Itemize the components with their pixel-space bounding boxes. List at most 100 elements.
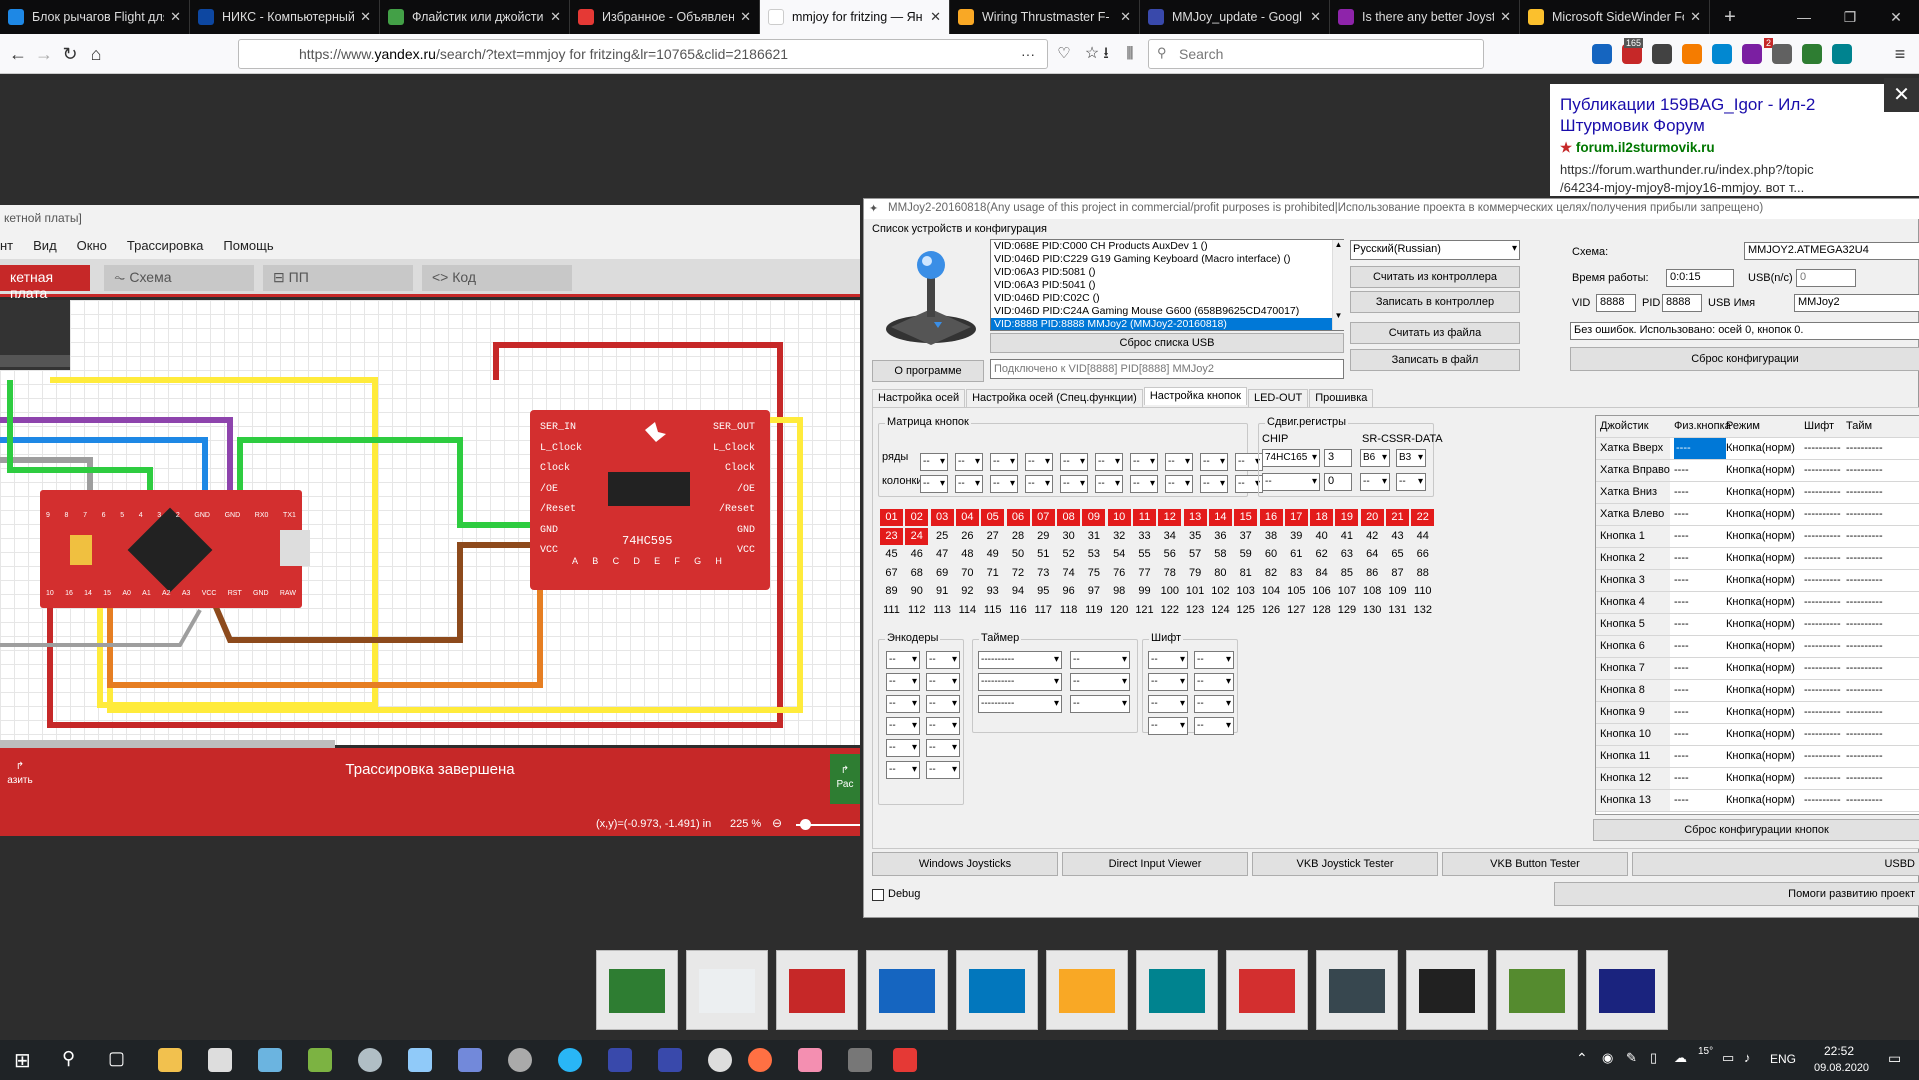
device-list-item[interactable]: VID:046D PID:C229 G19 Gaming Keyboard (M… <box>994 253 1291 265</box>
phys-button-cell[interactable]: ---- <box>1674 794 1689 806</box>
column-select[interactable]: -- <box>1060 475 1088 493</box>
image-thumbnail[interactable] <box>1136 950 1218 1030</box>
task-view-icon[interactable]: ▢ <box>108 1048 126 1068</box>
tab-pcb[interactable]: кетная плата <box>0 265 90 301</box>
table-row[interactable]: Кнопка 6----Кнопка(норм)----------------… <box>1596 636 1919 658</box>
result-title[interactable]: Публикации 159BAG_Igor - Ил-2 Штурмовик … <box>1560 95 1816 135</box>
chip-count-2[interactable]: 0 <box>1324 473 1352 491</box>
device-list-item[interactable]: VID:06A3 PID:5081 () <box>994 266 1096 278</box>
back-icon[interactable]: ← <box>9 44 27 64</box>
row-select[interactable]: -- <box>1130 453 1158 471</box>
shift-select[interactable]: -- <box>1194 695 1234 713</box>
minimize-icon[interactable]: — <box>1797 9 1811 25</box>
device-list-item[interactable]: VID:068E PID:C000 CH Products AuxDev 1 (… <box>994 240 1208 252</box>
mode-cell[interactable]: Кнопка(норм) <box>1726 574 1795 586</box>
mode-cell[interactable]: Кнопка(норм) <box>1726 618 1795 630</box>
extension-icon-1[interactable] <box>1592 44 1612 64</box>
tab-close-icon[interactable]: ✕ <box>170 9 181 24</box>
network-icon[interactable]: ▭ <box>1722 1050 1735 1065</box>
shift-cell[interactable]: ---------- <box>1804 684 1841 696</box>
encoder-select[interactable]: -- <box>926 739 960 757</box>
row-select[interactable]: -- <box>1235 453 1263 471</box>
timer-cell[interactable]: ---------- <box>1846 772 1883 784</box>
timer-cell[interactable]: ---------- <box>1846 596 1883 608</box>
timer-cell[interactable]: ---------- <box>1846 618 1883 630</box>
shift-cell[interactable]: ---------- <box>1804 662 1841 674</box>
search-bar[interactable]: ⚲ Search <box>1148 39 1484 69</box>
tab-close-icon[interactable]: ✕ <box>930 9 941 24</box>
table-row[interactable]: Хатка Вверх----Кнопка(норм)-------------… <box>1596 438 1919 460</box>
page-actions-icon[interactable]: ··· <box>1021 46 1035 62</box>
write-controller-button[interactable]: Записать в контроллер <box>1350 291 1520 313</box>
tab-axes[interactable]: Настройка осей <box>872 389 966 407</box>
browser-tab[interactable]: MMJoy_update - Googl✕ <box>1140 0 1330 34</box>
device-list-item[interactable]: VID:046D PID:C02C () <box>994 292 1100 304</box>
table-header-cell[interactable]: Физ.кнопка <box>1674 420 1731 432</box>
phys-button-cell[interactable]: ---- <box>1674 728 1689 740</box>
firefox-icon[interactable] <box>748 1048 772 1072</box>
discord-icon[interactable] <box>458 1048 482 1072</box>
usbd-button[interactable]: USBD <box>1632 852 1919 876</box>
menu-icon[interactable]: ≡ <box>1894 44 1906 64</box>
maximize-icon[interactable]: ❐ <box>1843 8 1857 25</box>
phys-button-cell[interactable]: ---- <box>1674 596 1689 608</box>
mode-cell[interactable]: Кнопка(норм) <box>1726 684 1795 696</box>
mode-cell[interactable]: Кнопка(норм) <box>1726 530 1795 542</box>
timer-cell[interactable]: ---------- <box>1846 640 1883 652</box>
write-file-button[interactable]: Записать в файл <box>1350 349 1520 371</box>
image-thumbnail[interactable] <box>776 950 858 1030</box>
save-icon-2[interactable] <box>658 1048 682 1072</box>
column-select[interactable]: -- <box>1095 475 1123 493</box>
volume-icon[interactable]: ♪ <box>1744 1050 1751 1065</box>
tray-chevron-icon[interactable]: ⌃ <box>1576 1050 1588 1066</box>
clock-date[interactable]: 09.08.2020 <box>1814 1062 1870 1074</box>
table-header-cell[interactable]: Тайм <box>1846 420 1873 432</box>
shift-cell[interactable]: ---------- <box>1804 640 1841 652</box>
phys-button-cell[interactable]: ---- <box>1674 684 1689 696</box>
column-select[interactable]: -- <box>920 475 948 493</box>
table-row[interactable]: Кнопка 1----Кнопка(норм)----------------… <box>1596 526 1919 548</box>
encoder-select[interactable]: -- <box>926 695 960 713</box>
chip-select[interactable]: 74HC165 <box>1262 449 1320 467</box>
encoder-select[interactable]: -- <box>886 739 920 757</box>
tab-close-icon[interactable]: ✕ <box>1500 9 1511 24</box>
tray-icon-3[interactable]: ▯ <box>1650 1050 1658 1065</box>
tab-close-icon[interactable]: ✕ <box>550 9 561 24</box>
mode-cell[interactable]: Кнопка(норм) <box>1726 706 1795 718</box>
timer-cell[interactable]: ---------- <box>1846 794 1883 806</box>
phys-button-cell[interactable]: ---- <box>1674 530 1689 542</box>
read-file-button[interactable]: Считать из файла <box>1350 322 1520 344</box>
table-row[interactable]: Кнопка 11----Кнопка(норм)---------------… <box>1596 746 1919 768</box>
timer-select[interactable]: ---------- <box>978 695 1062 713</box>
browser-tab[interactable]: mmjoy for fritzing — Ян✕ <box>760 0 950 34</box>
reset-buttons-config-button[interactable]: Сброс конфигурации кнопок <box>1593 819 1919 841</box>
image-thumbnail[interactable] <box>686 950 768 1030</box>
tab-axes-special[interactable]: Настройка осей (Спец.функции) <box>966 389 1143 407</box>
column-select[interactable]: -- <box>990 475 1018 493</box>
download-icon[interactable]: ⭳ <box>1103 45 1109 62</box>
row-select[interactable]: -- <box>1060 453 1088 471</box>
fritzing-icon[interactable] <box>893 1048 917 1072</box>
phys-button-cell[interactable]: ---- <box>1674 618 1689 630</box>
shift-select[interactable]: -- <box>1148 717 1188 735</box>
encoder-select[interactable]: -- <box>886 695 920 713</box>
read-controller-button[interactable]: Считать из контроллера <box>1350 266 1520 288</box>
timer-cell[interactable]: ---------- <box>1846 574 1883 586</box>
app-icon-4[interactable] <box>308 1048 332 1072</box>
device-list-scrollbar[interactable]: ▲▼ <box>1332 240 1344 330</box>
column-select[interactable]: -- <box>1165 475 1193 493</box>
table-row[interactable]: Хатка Вниз----Кнопка(норм)--------------… <box>1596 482 1919 504</box>
encoder-select[interactable]: -- <box>926 673 960 691</box>
table-row[interactable]: Хатка Вправо----Кнопка(норм)------------… <box>1596 460 1919 482</box>
phys-button-cell[interactable]: ---- <box>1674 750 1689 762</box>
tray-icon-2[interactable]: ✎ <box>1626 1050 1637 1065</box>
save-icon[interactable] <box>608 1048 632 1072</box>
mode-cell[interactable]: Кнопка(норм) <box>1726 772 1795 784</box>
row-select[interactable]: -- <box>1165 453 1193 471</box>
encoder-select[interactable]: -- <box>926 651 960 669</box>
image-thumbnail[interactable] <box>1046 950 1128 1030</box>
row-select[interactable]: -- <box>990 453 1018 471</box>
chip-count[interactable]: 3 <box>1324 449 1352 467</box>
reset-config-button[interactable]: Сброс конфигурации <box>1570 347 1919 371</box>
